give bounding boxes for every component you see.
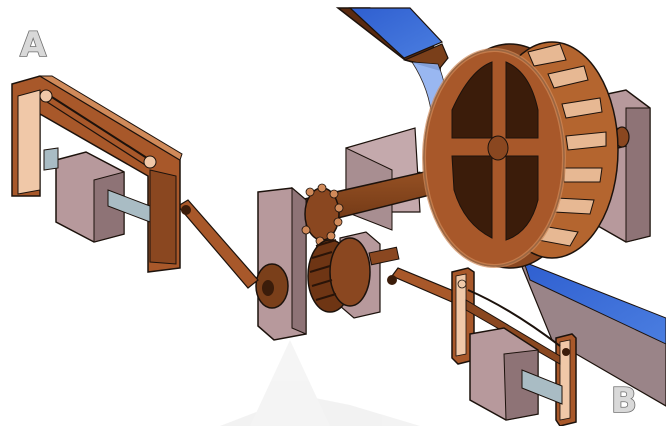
lantern-drum <box>308 238 399 312</box>
water-wheel <box>424 42 618 268</box>
stone-block-b <box>470 328 562 420</box>
connecting-rod-a <box>178 200 258 288</box>
panel-label-b: B <box>611 381 637 421</box>
central-stone-support <box>258 188 306 340</box>
connecting-rod-b <box>387 268 456 302</box>
crank-disk <box>256 264 288 308</box>
watermark-shape <box>220 340 420 426</box>
panel-label-a: A <box>20 25 47 65</box>
pinion-gear <box>302 184 343 245</box>
